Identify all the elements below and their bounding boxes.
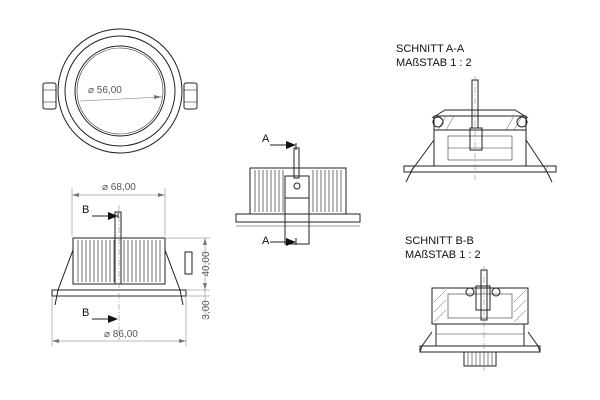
height-label: 40,00 xyxy=(201,251,212,276)
heatsink-fins xyxy=(77,240,161,282)
section-a-marker-top: A xyxy=(262,133,270,145)
section-a-a: SCHNITT A-A MAßSTAB 1 : 2 xyxy=(396,43,557,183)
section-b-marker-top: B xyxy=(82,204,89,216)
section-b-title: SCHNITT B-B xyxy=(405,235,474,247)
outer-diameter-label: ⌀ 68,00 xyxy=(102,182,136,193)
side-view: A A xyxy=(235,133,361,247)
section-a-title: SCHNITT A-A xyxy=(396,43,465,55)
section-b-scale: MAßSTAB 1 : 2 xyxy=(405,249,481,261)
section-b-b: SCHNITT B-B MAßSTAB 1 : 2 xyxy=(405,235,541,372)
section-a-marker-bottom: A xyxy=(262,235,270,247)
section-a-scale: MAßSTAB 1 : 2 xyxy=(396,57,472,69)
front-view: ⌀ 68,00 xyxy=(51,182,212,346)
side-heatsink-fins xyxy=(254,170,342,212)
section-b-hatching xyxy=(433,289,527,323)
top-diameter-label: ⌀ 56,00 xyxy=(88,85,122,96)
bottom-diameter-label: ⌀ 86,00 xyxy=(104,329,138,340)
top-view: ⌀ 56,00 xyxy=(42,28,198,154)
flange-thickness-label: 3,00 xyxy=(201,300,212,320)
section-b-marker-bottom: B xyxy=(82,307,89,319)
